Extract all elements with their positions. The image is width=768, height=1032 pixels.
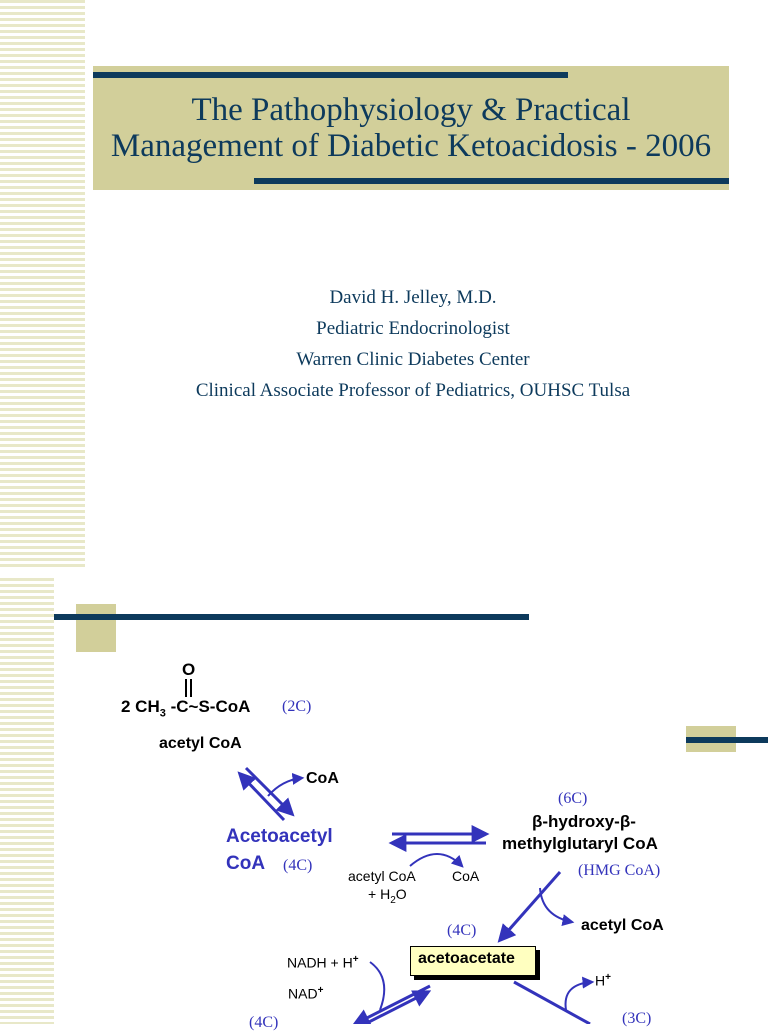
acetyl-release-curve	[539, 887, 575, 926]
hmg-carbons: (6C)	[558, 790, 588, 807]
arrow-acetoacetate-down-left	[351, 984, 431, 1024]
formula-rest: -C~S-CoA	[165, 697, 251, 716]
author-affiliation: Clinical Associate Professor of Pediatri…	[195, 380, 631, 401]
formula-carbons: (2C)	[282, 698, 312, 715]
nad-label: NAD+	[288, 985, 323, 1002]
acetyl-coa-h2o-line1: acetyl CoA	[348, 868, 416, 884]
decorative-stripes-lower	[0, 578, 54, 1024]
acetoacetyl-carbons: (4C)	[283, 857, 313, 874]
nad-sup: +	[317, 985, 324, 996]
acetoacetyl-coa-line2: CoA	[226, 853, 266, 874]
left-bottom-carbons: (4C)	[249, 1014, 279, 1031]
author-name: David H. Jelley, M.D.	[329, 287, 497, 308]
nadh-prefix: NADH + H	[287, 954, 353, 971]
slide2-accent-block	[76, 604, 116, 652]
nadh-sup: +	[352, 954, 359, 965]
arrow-acetyl-to-acetoacetyl	[244, 766, 295, 817]
arrow-acetoacetate-down-right	[513, 980, 591, 1024]
h-plus-curve	[564, 976, 595, 1011]
acetyl-coa-label: acetyl CoA	[159, 735, 242, 752]
nadh-label: NADH + H+	[287, 954, 359, 971]
h2o-suffix: O	[395, 886, 407, 902]
h-plus-sup: +	[605, 972, 611, 983]
formula-prefix: 2 CH	[121, 697, 160, 716]
author-org: Warren Clinic Diabetes Center	[296, 349, 530, 370]
acetyl-coa-h2o-line2: + H2O	[368, 886, 407, 906]
acetoacetate-label: acetoacetate	[418, 950, 515, 967]
acetoacetyl-coa-line1: Acetoacetyl	[226, 826, 333, 847]
acetoacetate-carbons: (4C)	[447, 922, 477, 939]
hmg-line2: methylglutaryl CoA	[502, 834, 658, 853]
title-bottom-rule	[254, 178, 729, 184]
formula-subscript: 3	[159, 707, 166, 720]
author-block: David H. Jelley, M.D. Pediatric Endocrin…	[93, 282, 733, 406]
h2o-sub: 2	[390, 894, 396, 906]
title-line-2: Management of Diabetic Ketoacidosis - 20…	[110, 128, 712, 164]
acetyl-h2o-curve	[409, 853, 464, 868]
arrow-hmg-to-acetoacetate	[497, 871, 562, 943]
decorative-stripes	[0, 0, 85, 570]
acetoacetate-box	[410, 946, 536, 976]
h-plus-label: H+	[595, 972, 611, 989]
coa-mid-label: CoA	[452, 868, 480, 884]
right-bottom-carbons: (3C)	[622, 1010, 652, 1027]
nadh-curve	[369, 961, 386, 1011]
h-plus-prefix: H	[595, 972, 606, 989]
corner-accent-rule	[686, 737, 768, 743]
arrow-acetoacetyl-to-acetyl	[237, 771, 286, 822]
hmg-line1: β-hydroxy-β-	[532, 812, 636, 831]
hmg-abbrev: (HMG CoA)	[578, 862, 661, 879]
title-top-rule	[93, 72, 568, 78]
slide-title: The Pathophysiology & Practical Manageme…	[93, 92, 729, 164]
title-line-1: The Pathophysiology & Practical	[191, 92, 631, 128]
acetyl-coa-right-label: acetyl CoA	[581, 917, 664, 934]
title-banner	[93, 66, 729, 190]
slide2-top-rule	[54, 614, 529, 620]
formula-acetyl: 2 CH3 -C~S-CoA	[121, 697, 250, 719]
coa-release-curve	[267, 772, 305, 797]
formula-oxygen: O	[182, 660, 196, 679]
coa-release-label: CoA	[306, 770, 339, 787]
h2o-prefix: + H	[368, 886, 391, 902]
arrow-up-right	[364, 990, 432, 1024]
author-role: Pediatric Endocrinologist	[316, 318, 510, 339]
nad-prefix: NAD	[288, 985, 318, 1002]
